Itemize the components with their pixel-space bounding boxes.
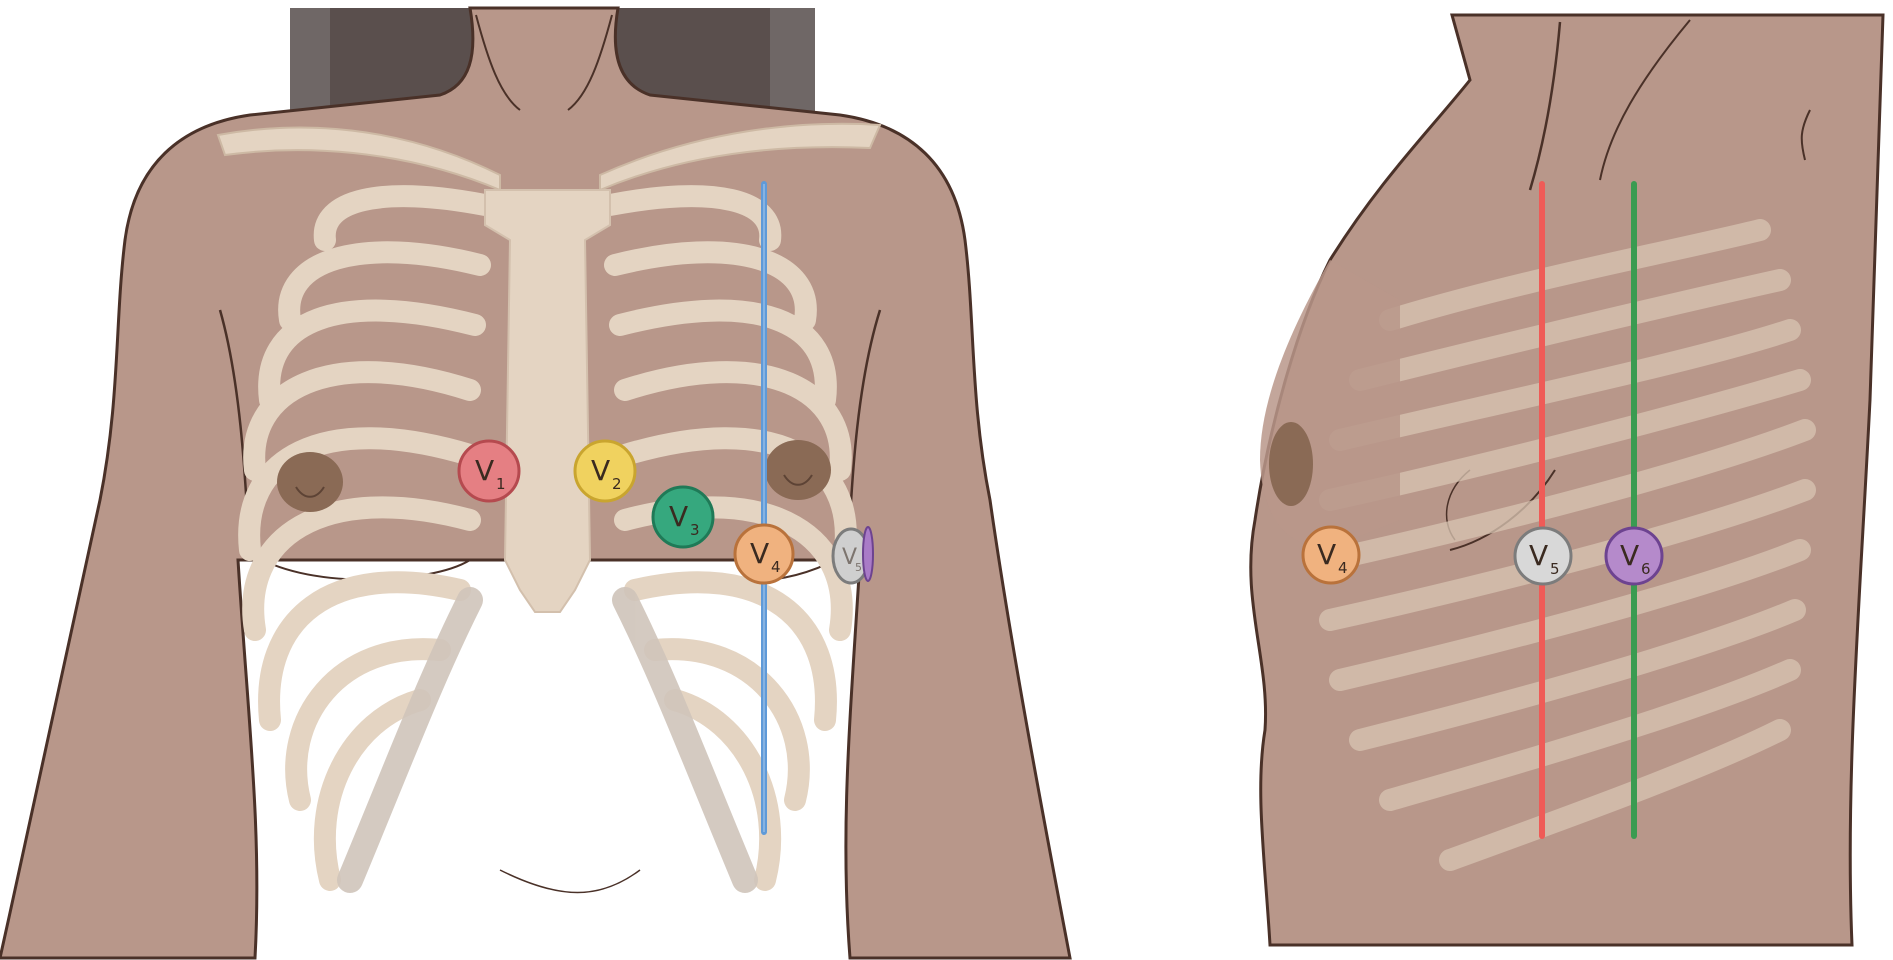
side-ribs [1319, 219, 1816, 871]
left-ribs [238, 185, 496, 891]
side-areola [1269, 422, 1313, 506]
abdomen-crease [499, 869, 641, 894]
lead-v5-front-label: V [842, 545, 857, 570]
lead-v6-front-electrode [862, 526, 874, 582]
lead-v5-side: V 5 [1513, 526, 1573, 586]
lead-v3-label: V [669, 500, 688, 533]
lead-v4-side: V 4 [1301, 525, 1361, 585]
lead-v6-front [862, 526, 874, 582]
left-clavicle [216, 126, 501, 192]
lead-v4-front-subscript: 4 [771, 558, 781, 576]
left-nipple [295, 486, 325, 498]
side-back-crease [1800, 109, 1811, 161]
sternum [484, 189, 611, 613]
lead-v2-subscript: 2 [612, 475, 622, 493]
lead-v1: V 1 [457, 439, 521, 503]
lead-v4-side-subscript: 4 [1338, 559, 1348, 577]
right-areola [765, 440, 831, 500]
lead-v3-subscript: 3 [690, 521, 700, 539]
right-clavicle [599, 122, 882, 192]
lead-v1-electrode [457, 439, 521, 503]
front-view: V 1 V 2 V 3 V 4 V 5 [0, 6, 1072, 960]
lead-v4-side-label: V [1317, 538, 1336, 571]
lead-v2-label: V [591, 454, 610, 487]
side-arm-crease-2 [1599, 19, 1691, 181]
lead-v5-side-label: V [1529, 539, 1548, 572]
lead-v5-side-electrode [1513, 526, 1573, 586]
lead-v1-subscript: 1 [496, 475, 506, 493]
lead-v4-front: V 4 [733, 523, 795, 585]
costal-cartilage [337, 587, 758, 893]
lead-v4-front-label: V [750, 537, 769, 570]
lead-v5-front-subscript: 5 [855, 561, 862, 574]
lead-v6-side-label: V [1620, 539, 1639, 572]
lead-v6-side-subscript: 6 [1641, 560, 1651, 578]
lead-v2-electrode [573, 439, 637, 503]
side-breast [1260, 260, 1400, 547]
lead-v3: V 3 [651, 485, 715, 549]
lead-v2: V 2 [573, 439, 637, 503]
neck-line-right [567, 14, 613, 111]
lead-v4-side-electrode [1301, 525, 1361, 585]
lead-v1-label: V [475, 454, 494, 487]
right-nipple [783, 474, 813, 486]
lead-v4-front-electrode [733, 523, 795, 585]
lead-v3-electrode [651, 485, 715, 549]
side-view: V 4 V 5 V 6 [1249, 13, 1885, 947]
lead-v5-side-subscript: 5 [1550, 560, 1560, 578]
lead-v6-side: V 6 [1604, 526, 1664, 586]
left-areola [277, 452, 343, 512]
side-arm-crease [1528, 21, 1562, 191]
lead-v6-side-electrode [1604, 526, 1664, 586]
neck-line-left [475, 14, 521, 111]
